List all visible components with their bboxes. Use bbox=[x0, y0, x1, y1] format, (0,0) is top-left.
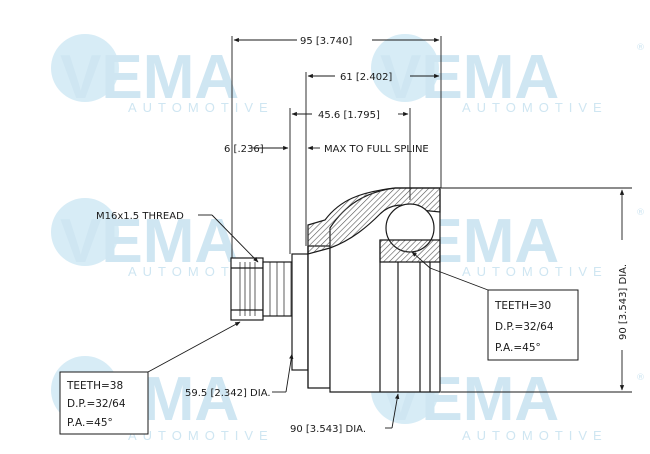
thread-label: M16x1.5 THREAD bbox=[96, 211, 184, 222]
bell-length-label: 61 [2.402] bbox=[340, 72, 392, 83]
watermark-registered-mark: ® bbox=[636, 208, 645, 218]
watermark-group: VEMA AUTOMOTIVE VEMA AUTOMOTIVE ® VEMA A… bbox=[51, 34, 645, 443]
watermark-brand-text: VEMA bbox=[380, 43, 559, 112]
inner-spline-spec-box: TEETH=38 D.P.=32/64 P.A.=45° bbox=[59, 371, 149, 435]
watermark-brand-text: VEMA bbox=[60, 43, 239, 112]
dimension-lines bbox=[147, 36, 632, 429]
watermark-subtitle-text: AUTOMOTIVE bbox=[128, 428, 274, 443]
max-spline-note: MAX TO FULL SPLINE bbox=[324, 144, 429, 155]
bottom-dia-label: 90 [3.543] DIA. bbox=[290, 424, 366, 435]
spline-length-label: 45.6 [1.795] bbox=[318, 110, 380, 121]
watermark-subtitle-text: AUTOMOTIVE bbox=[462, 428, 608, 443]
thread-leader bbox=[211, 214, 259, 263]
cv-joint-drawing bbox=[230, 187, 441, 393]
outer-pa: P.A.=45° bbox=[495, 342, 541, 354]
inner-teeth: TEETH=38 bbox=[66, 380, 123, 392]
watermark-subtitle-text: AUTOMOTIVE bbox=[128, 100, 274, 115]
inner-spline-leader bbox=[147, 321, 241, 373]
dimension-labels: 95 [3.740] 61 [2.402] 45.6 [1.795] 6 [.2… bbox=[96, 36, 629, 435]
watermark-registered-mark: ® bbox=[636, 43, 645, 53]
inner-dp: D.P.=32/64 bbox=[67, 398, 126, 410]
outer-spline-spec-box: TEETH=30 D.P.=32/64 P.A.=45° bbox=[487, 289, 579, 361]
watermark-brand-text: VEMA bbox=[60, 207, 239, 276]
threaded-end bbox=[230, 257, 264, 321]
outer-dp: D.P.=32/64 bbox=[495, 321, 554, 333]
outer-spline-leader bbox=[411, 251, 431, 269]
overall-length-label: 95 [3.740] bbox=[300, 36, 352, 47]
leader-line bbox=[429, 267, 489, 291]
inner-pa: P.A.=45° bbox=[67, 417, 113, 429]
watermark-subtitle-text: AUTOMOTIVE bbox=[462, 100, 608, 115]
step-width-label: 6 [.236] bbox=[224, 144, 264, 155]
shaft-step bbox=[291, 253, 309, 371]
watermark-subtitle-text: AUTOMOTIVE bbox=[462, 264, 608, 279]
bottom-dia-leader bbox=[391, 393, 400, 429]
vertical-dia-label: 90 [3.543] DIA. bbox=[618, 264, 629, 340]
shaft-dia-label: 59.5 [2.342] DIA. bbox=[185, 388, 271, 399]
inner-race-hatch bbox=[379, 239, 441, 263]
watermark-top-left: VEMA AUTOMOTIVE bbox=[51, 34, 274, 115]
watermark-registered-mark: ® bbox=[636, 373, 645, 383]
outer-teeth: TEETH=30 bbox=[494, 300, 551, 312]
watermark-middle-left: VEMA AUTOMOTIVE bbox=[51, 198, 268, 279]
watermark-top-right: VEMA AUTOMOTIVE ® bbox=[371, 34, 645, 115]
shaft-dia-leader bbox=[285, 353, 294, 393]
body-neck bbox=[307, 245, 331, 389]
